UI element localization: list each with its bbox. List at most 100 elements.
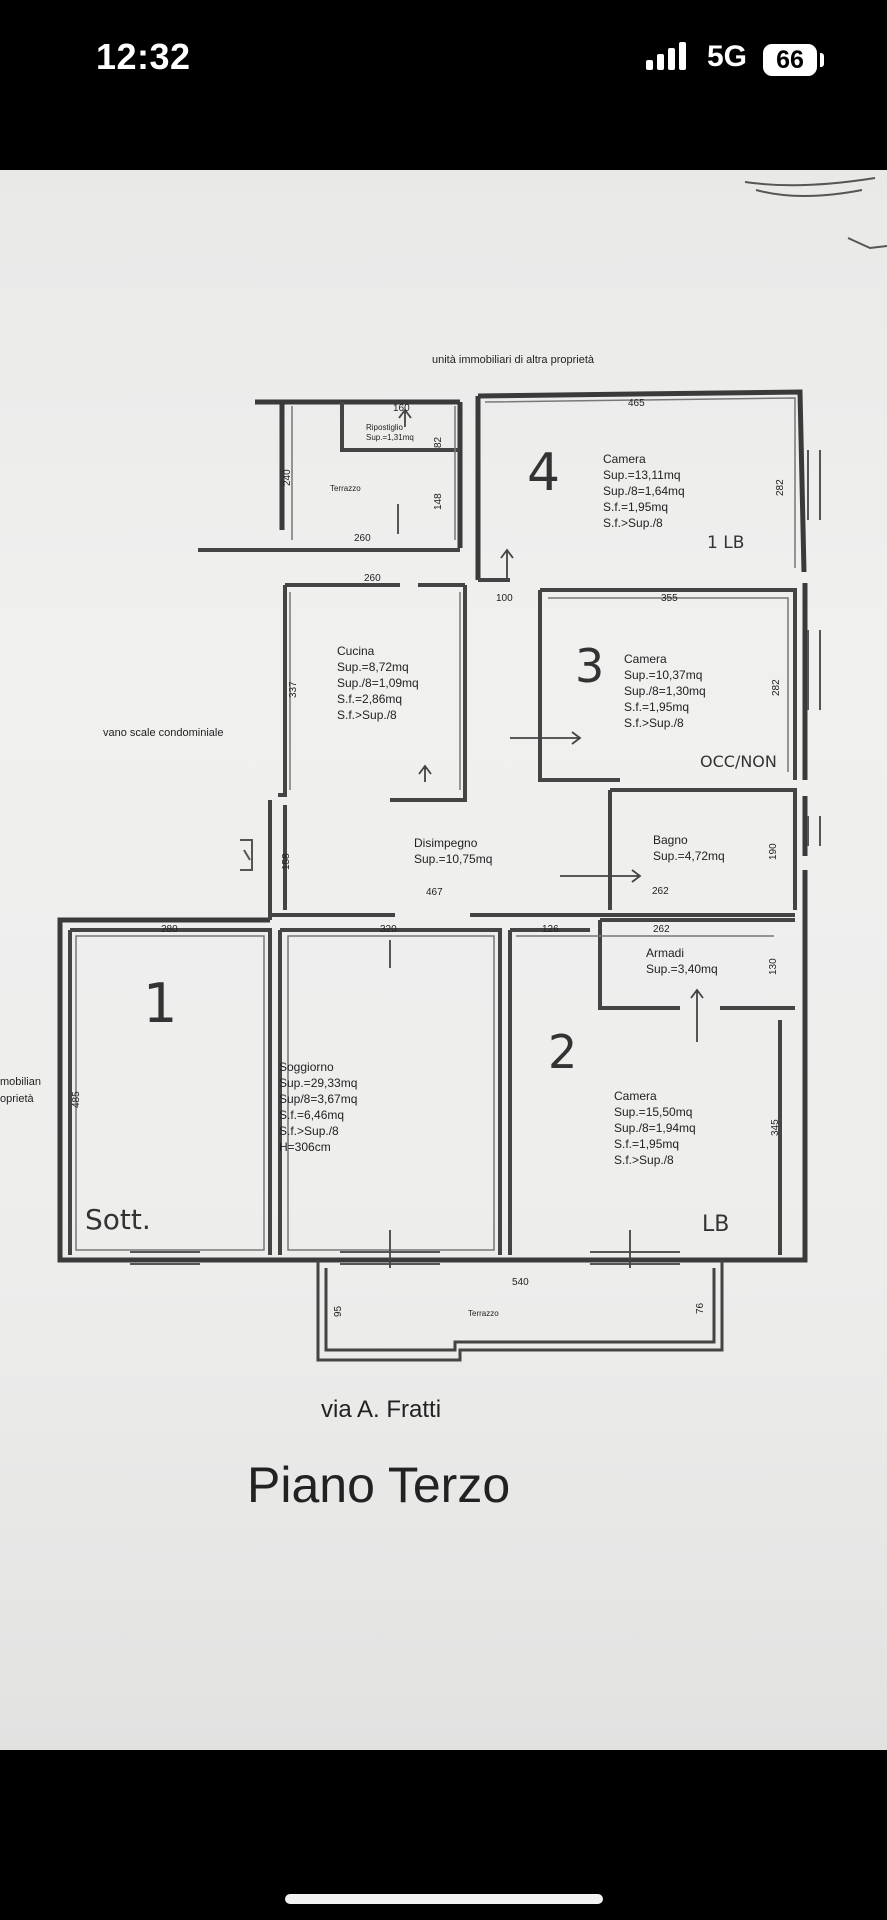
room-2-sup: Sup.=15,50mq: [614, 1105, 692, 1119]
soggiorno-sup: Sup.=29,33mq: [279, 1076, 357, 1090]
room-3-sup: Sup.=10,37mq: [624, 668, 702, 682]
room-2-sf-check: S.f.>Sup./8: [614, 1153, 674, 1167]
disimpegno: Disimpegno Sup.=10,75mq: [414, 836, 492, 866]
door-arrows: [389, 408, 704, 1268]
dim-467: 467: [426, 887, 443, 898]
dim-240: 240: [282, 469, 293, 486]
cucina: Cucina Sup.=8,72mq Sup./8=1,09mq S.f.=2,…: [337, 644, 419, 722]
room-2-handwritten: LB: [702, 1212, 729, 1237]
street-name: via A. Fratti: [321, 1396, 441, 1423]
disimpegno-sup: Sup.=10,75mq: [414, 852, 492, 866]
dim-280: 280: [161, 924, 178, 935]
room-4: 4 Camera Sup.=13,11mq Sup./8=1,64mq S.f.…: [527, 443, 744, 553]
bagno-sup: Sup.=4,72mq: [653, 849, 725, 863]
room-4-sup8: Sup./8=1,64mq: [603, 484, 685, 498]
room-3-sup8: Sup./8=1,30mq: [624, 684, 706, 698]
soggiorno-sup8: Sup/8=3,67mq: [279, 1092, 357, 1106]
battery-icon: 66: [763, 44, 817, 76]
room-1: 1 Sott.: [85, 972, 177, 1236]
clock: 12:32: [96, 36, 191, 77]
inner-walls: [68, 402, 797, 1255]
ripostiglio: Ripostiglio Sup.=1,31mq: [366, 423, 414, 442]
ripostiglio-sup: Sup.=1,31mq: [366, 433, 414, 442]
page-corner-scribble: [744, 177, 887, 250]
bottom-bar: [0, 1750, 887, 1920]
dim-260-bottom: 260: [364, 573, 381, 584]
dim-355: 355: [661, 593, 678, 604]
dim-160: 160: [393, 403, 410, 414]
disimpegno-name: Disimpegno: [414, 836, 478, 850]
room-3-sf: S.f.=1,95mq: [624, 700, 689, 714]
room-4-sf-check: S.f.>Sup./8: [603, 516, 663, 530]
room-1-number: 1: [143, 972, 177, 1035]
room-4-number: 4: [527, 443, 560, 503]
terrace: [316, 1260, 724, 1362]
dim-345: 345: [770, 1119, 781, 1136]
dim-262-armadi: 262: [653, 924, 670, 935]
room-3-sf-check: S.f.>Sup./8: [624, 716, 684, 730]
room-2: 2 Camera Sup.=15,50mq Sup./8=1,94mq S.f.…: [548, 1025, 729, 1237]
inner-thin-lines: [75, 397, 796, 1251]
dim-282-bottom: 282: [771, 679, 782, 696]
cucina-sup8: Sup./8=1,09mq: [337, 676, 419, 690]
outer-walls: [57, 389, 808, 1263]
status-bar: 12:32 5G 66: [0, 0, 887, 170]
dim-282-top: 282: [775, 479, 786, 496]
cucina-sf-check: S.f.>Sup./8: [337, 708, 397, 722]
room-4-sf: S.f.=1,95mq: [603, 500, 668, 514]
dim-320: 320: [380, 924, 397, 935]
room-4-handwritten: 1 LB: [707, 533, 744, 553]
dim-126: 126: [542, 924, 559, 935]
room-2-sup8: Sup./8=1,94mq: [614, 1121, 696, 1135]
ripostiglio-name: Ripostiglio: [366, 423, 403, 432]
header-note: unità immobiliari di altra proprietà: [432, 354, 595, 366]
dim-465: 465: [628, 398, 645, 409]
dim-130: 130: [768, 958, 779, 975]
soggiorno-height: H=306cm: [279, 1140, 331, 1154]
dim-82: 82: [433, 436, 444, 448]
dim-148: 148: [433, 493, 444, 510]
cucina-name: Cucina: [337, 644, 375, 658]
signal-icon: [646, 42, 686, 70]
room-1-handwritten: Sott.: [85, 1203, 151, 1236]
network-type: 5G: [707, 40, 748, 73]
room-3-name: Camera: [624, 652, 667, 666]
room-2-sf: S.f.=1,95mq: [614, 1137, 679, 1151]
left-edge-note-1: mobilian: [0, 1076, 41, 1088]
room-2-name: Camera: [614, 1089, 657, 1103]
room-3-handwritten: OCC/NON: [700, 752, 777, 771]
dim-76: 76: [695, 1302, 706, 1314]
dim-95: 95: [333, 1305, 344, 1317]
soggiorno: Soggiorno Sup.=29,33mq Sup/8=3,67mq S.f.…: [279, 1060, 357, 1154]
floor-title: Piano Terzo: [247, 1457, 510, 1513]
dim-262-bagno: 262: [652, 886, 669, 897]
left-note: vano scale condominiale: [103, 727, 223, 739]
soggiorno-sf: S.f.=6,46mq: [279, 1108, 344, 1122]
room-2-number: 2: [548, 1025, 577, 1079]
dim-260-top: 260: [354, 533, 371, 544]
dim-158: 158: [281, 853, 292, 870]
room-3: 3 Camera Sup.=10,37mq Sup./8=1,30mq S.f.…: [575, 639, 777, 771]
armadi-name: Armadi: [646, 946, 684, 960]
cucina-sf: S.f.=2,86mq: [337, 692, 402, 706]
dim-485: 485: [71, 1091, 82, 1108]
bagno-name: Bagno: [653, 833, 688, 847]
soggiorno-name: Soggiorno: [279, 1060, 334, 1074]
bagno: Bagno Sup.=4,72mq: [653, 833, 725, 863]
room-4-sup: Sup.=13,11mq: [603, 468, 681, 482]
stair-symbol: [240, 839, 253, 871]
room-3-number: 3: [575, 639, 604, 693]
dim-100: 100: [496, 593, 513, 604]
home-indicator[interactable]: [285, 1894, 603, 1904]
room-4-name: Camera: [603, 452, 646, 466]
floor-plan-photo[interactable]: unità immobiliari di altra proprietà van…: [0, 170, 887, 1750]
dim-337: 337: [288, 681, 299, 698]
left-edge-note-2: oprietà: [0, 1093, 35, 1105]
terrazzo-bottom: Terrazzo: [468, 1309, 499, 1318]
armadi-sup: Sup.=3,40mq: [646, 962, 718, 976]
cucina-sup: Sup.=8,72mq: [337, 660, 409, 674]
soggiorno-sf-check: S.f.>Sup./8: [279, 1124, 339, 1138]
dim-540: 540: [512, 1277, 529, 1288]
armadi: Armadi Sup.=3,40mq: [646, 946, 718, 976]
battery-tip: [820, 53, 824, 67]
